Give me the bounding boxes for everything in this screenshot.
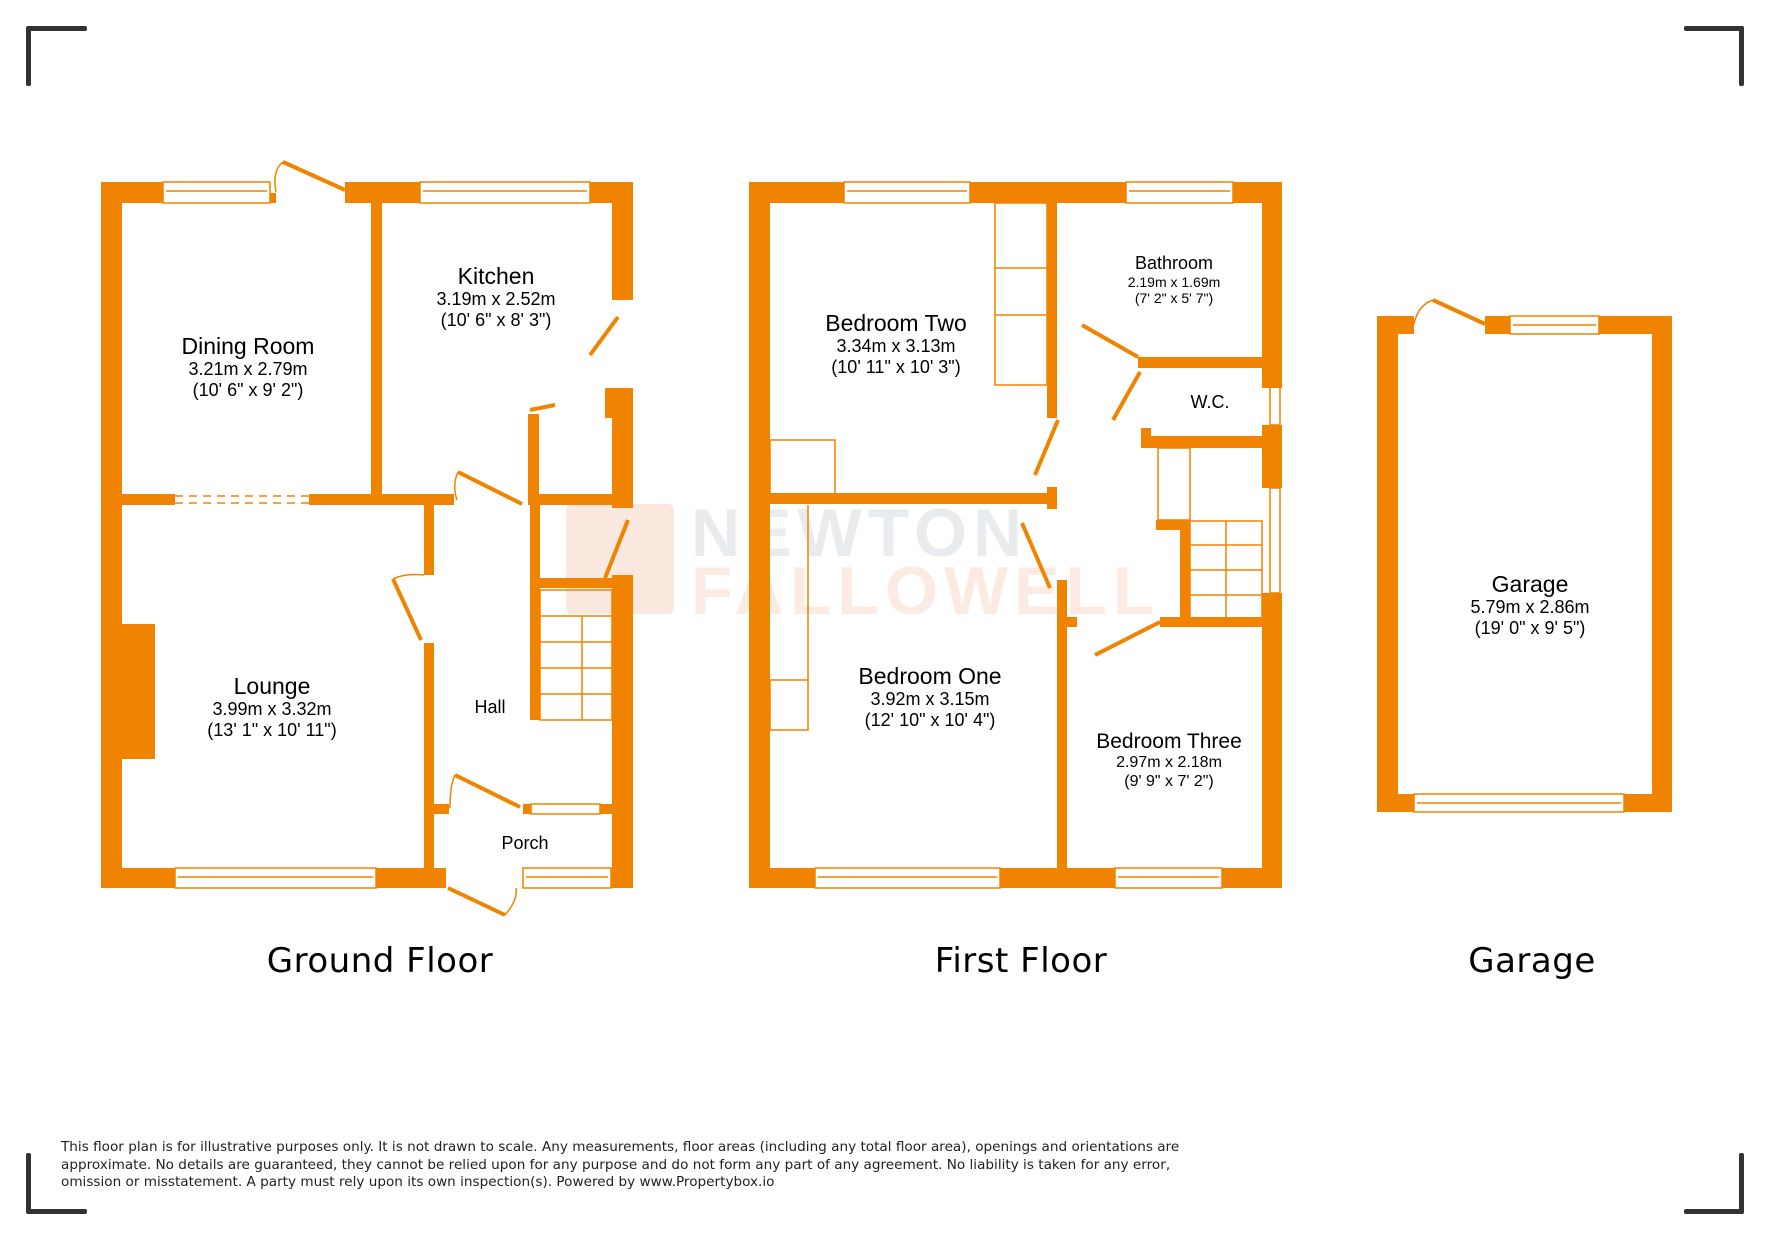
room-bedroom-two: Bedroom Two 3.34m x 3.13m (10' 11" x 10'… [825,310,966,378]
room-dimensions-metric: 3.19m x 2.52m [436,289,556,310]
room-name: Garage [1491,571,1569,597]
room-name: Dining Room [181,333,315,359]
floor-label-first: First Floor [934,941,1108,981]
room-lounge: Lounge 3.99m x 3.32m (13' 1" x 10' 11") [207,673,336,741]
room-dimensions-imperial: (19' 0" x 9' 5") [1474,618,1586,639]
floor-label-ground: Ground Floor [266,941,494,981]
room-dimensions-metric: 2.19m x 1.69m [1127,273,1221,290]
disclaimer-text: This floor plan is for illustrative purp… [61,1139,1261,1192]
room-kitchen: Kitchen 3.19m x 2.52m (10' 6" x 8' 3") [436,263,555,331]
room-dimensions-imperial: (12' 10" x 10' 4") [864,710,996,731]
room-dimensions-metric: 3.34m x 3.13m [836,336,956,357]
room-name: Lounge [233,673,311,699]
corner-mark-top-left-h [27,26,87,31]
room-name: Kitchen [457,263,535,289]
corner-mark-bottom-right-h [1684,1209,1744,1214]
windows [162,181,1625,889]
room-garage: Garage 5.79m x 2.86m (19' 0" x 9' 5") [1470,571,1589,639]
corner-mark-bottom-right-v [1739,1153,1744,1214]
room-hall: Hall [474,697,505,718]
room-dimensions-metric: 3.92m x 3.15m [870,689,990,710]
room-name: Porch [501,833,549,853]
floor-label-garage: Garage [1468,941,1596,981]
garage-walls [1377,316,1672,812]
room-dimensions-imperial: (10' 6" x 8' 3") [440,310,552,331]
room-dimensions-imperial: (7' 2" x 5' 7") [1134,289,1214,306]
first-floor-walls [749,182,1282,888]
corner-mark-bottom-left-h [27,1209,87,1214]
room-dimensions-metric: 3.21m x 2.79m [188,359,308,380]
door-swings [274,160,1486,917]
room-dimensions-metric: 2.97m x 2.18m [1116,754,1222,772]
room-dimensions-imperial: (10' 6" x 9' 2") [192,380,304,401]
room-bathroom: Bathroom 2.19m x 1.69m (7' 2" x 5' 7") [1128,253,1221,306]
room-dimensions-metric: 3.99m x 3.32m [212,699,332,720]
ground-floor-walls [101,182,633,888]
corner-mark-bottom-left-v [26,1153,31,1214]
corner-mark-top-right-v [1739,26,1744,86]
room-name: Bedroom Two [825,310,967,336]
disclaimer-line-1: This floor plan is for illustrative purp… [61,1139,1180,1155]
corner-mark-top-right-h [1684,26,1744,31]
room-dimensions-imperial: (9' 9" x 7' 2") [1124,772,1214,790]
room-dimensions-metric: 5.79m x 2.86m [1470,597,1590,618]
disclaimer-line-3: omission or misstatement. A party must r… [61,1174,775,1190]
room-name: Hall [474,697,506,717]
room-name: Bedroom One [858,663,1002,689]
room-dimensions-imperial: (10' 11" x 10' 3") [831,357,961,378]
room-dimensions-imperial: (13' 1" x 10' 11") [207,720,337,741]
room-name: W.C. [1190,392,1230,412]
room-bedroom-three: Bedroom Three 2.97m x 2.18m (9' 9" x 7' … [1096,730,1242,791]
room-bedroom-one: Bedroom One 3.92m x 3.15m (12' 10" x 10'… [858,663,1001,731]
room-name: Bathroom [1134,253,1214,273]
corner-mark-top-left-v [26,26,31,86]
stairs-and-fixtures [175,202,1263,731]
room-porch: Porch [501,833,548,854]
disclaimer-line-2: approximate. No details are guaranteed, … [61,1156,1171,1173]
room-dining-room: Dining Room 3.21m x 2.79m (10' 6" x 9' 2… [182,333,315,401]
room-name: Bedroom Three [1096,730,1242,753]
room-wc: W.C. [1191,392,1230,413]
